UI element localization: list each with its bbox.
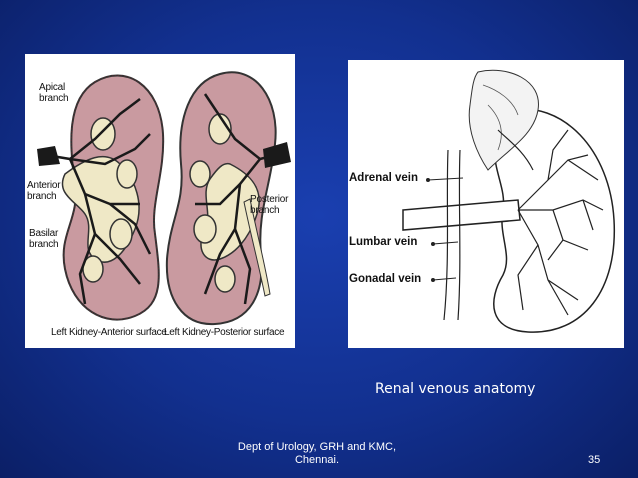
adrenal-vein-label: Adrenal vein bbox=[349, 172, 419, 184]
adrenal-gland bbox=[468, 69, 539, 171]
gonadal-vein-label: Gonadal vein bbox=[349, 273, 422, 285]
anterior-branch-label: Anterior branch bbox=[27, 180, 61, 202]
posterior-surface-caption: Left Kidney-Posterior surface bbox=[164, 327, 285, 338]
renal-vein-illustration bbox=[402, 69, 616, 333]
renal-vein-trunk bbox=[402, 199, 521, 231]
lumbar-vein-label: Lumbar vein bbox=[349, 236, 418, 248]
page-number: 35 bbox=[588, 454, 601, 466]
renal-vein-figure: Adrenal vein Lumbar vein Gonadal vein bbox=[348, 60, 624, 348]
apical-branch-label: Apical branch bbox=[39, 82, 69, 104]
figure-caption: Renal venous anatomy bbox=[375, 381, 536, 397]
anterior-kidney bbox=[37, 74, 165, 321]
kidney-illustration bbox=[37, 71, 291, 326]
posterior-kidney bbox=[165, 71, 291, 326]
basilar-branch-label: Basilar branch bbox=[29, 228, 59, 250]
posterior-branch-label: Posterior branch bbox=[250, 194, 289, 216]
anterior-surface-caption: Left Kidney-Anterior surface bbox=[51, 327, 167, 338]
kidney-outline bbox=[493, 108, 616, 333]
slide-footer: Dept of Urology, GRH and KMC, Chennai. bbox=[237, 441, 397, 466]
kidney-arterial-figure: Apical branch Anterior branch Basilar br… bbox=[25, 54, 295, 348]
